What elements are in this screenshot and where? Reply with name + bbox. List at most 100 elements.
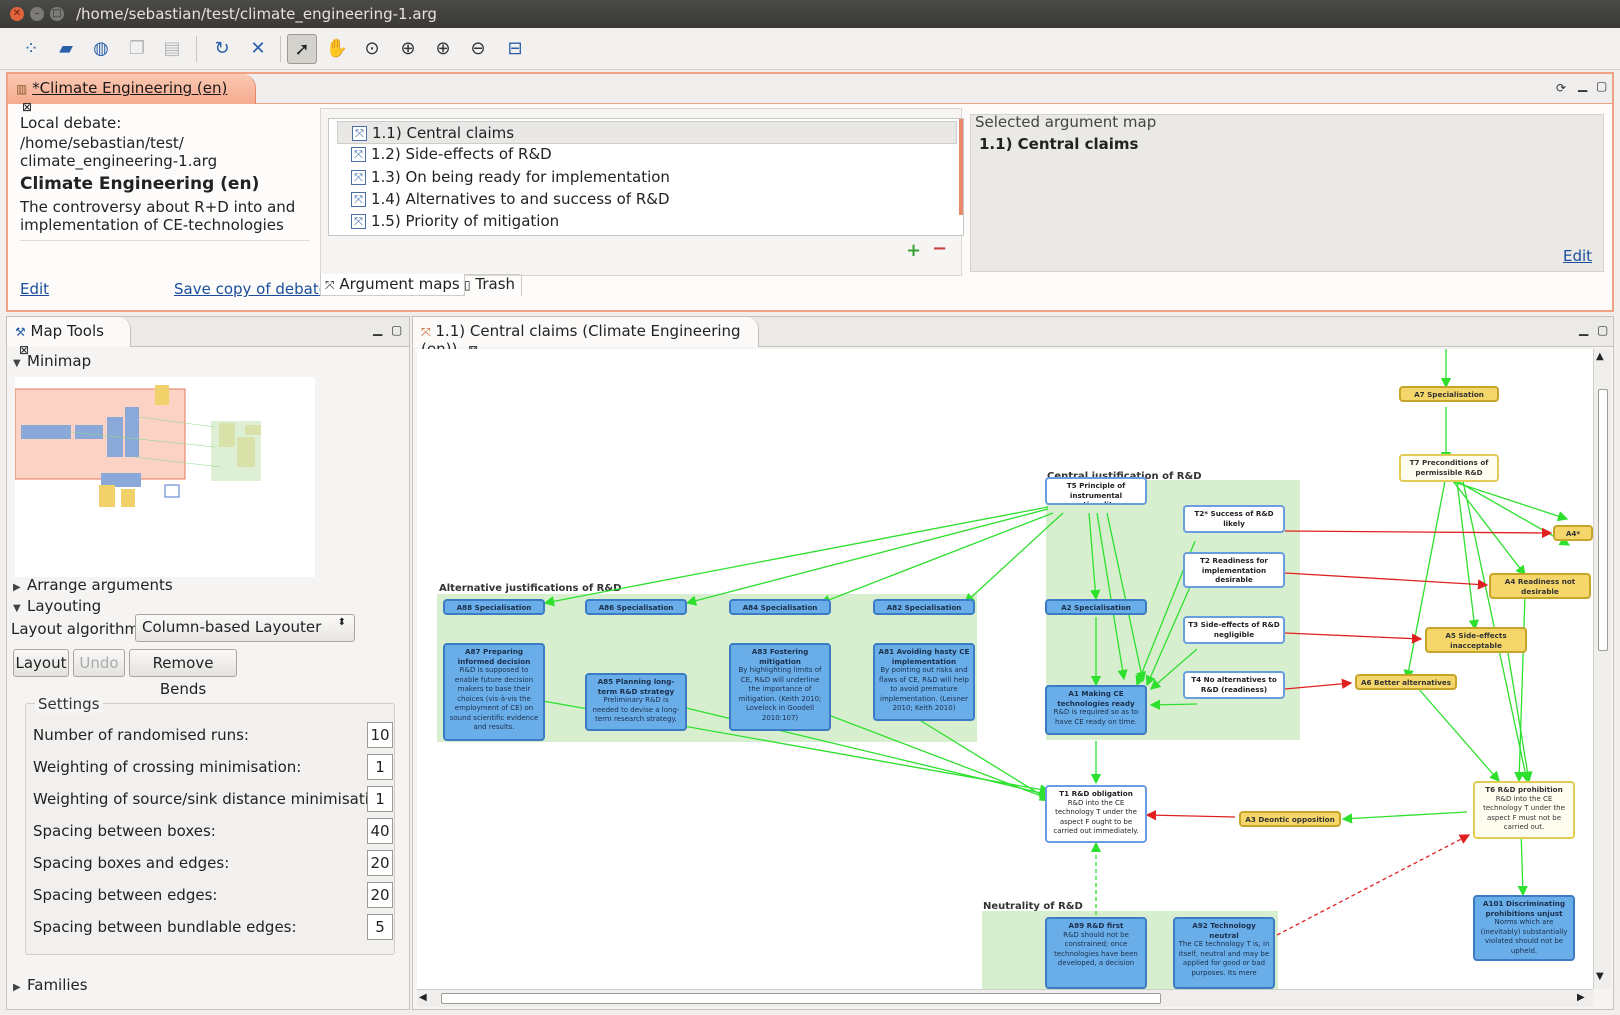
bundlable-spacing-input[interactable]: 5 (367, 914, 393, 940)
maximize-view-icon[interactable]: ▢ (391, 323, 402, 337)
layout-button[interactable]: Layout (13, 649, 69, 677)
add-map-button[interactable]: + (906, 240, 921, 261)
crossing-weight-input[interactable]: 1 (367, 754, 393, 780)
node-t5[interactable]: T5 Principle of instrumental rationality (1045, 477, 1147, 505)
globe-icon[interactable]: ◍ (86, 34, 116, 64)
map-icon: ⤧ (325, 278, 335, 292)
map-item-ready-implementation[interactable]: ⤧ 1.3) On being ready for implementation (337, 166, 957, 189)
zoom-original-icon[interactable]: ⊙ (357, 34, 387, 64)
local-debate-label: Local debate: (20, 114, 121, 132)
box-edge-spacing-input[interactable]: 20 (367, 850, 393, 876)
minimize-view-icon[interactable]: ▁ (373, 322, 382, 336)
select-pointer-icon[interactable]: ➚ (287, 34, 317, 64)
box-spacing-input[interactable]: 40 (367, 818, 393, 844)
refresh-icon[interactable]: ↻ (207, 34, 237, 64)
open-folder-icon[interactable]: ▰ (51, 34, 81, 64)
scroll-down-icon[interactable]: ▼ (1596, 971, 1604, 982)
node-a7[interactable]: A7 Specialisation (1399, 386, 1499, 402)
maximize-view-icon[interactable]: ▢ (1596, 79, 1607, 93)
vertical-scroll-thumb[interactable] (1598, 389, 1608, 651)
node-t4[interactable]: T4 No alternatives to R&D (readiness) (1183, 671, 1285, 699)
maximize-window-icon[interactable]: □ (50, 7, 64, 21)
minimize-view-icon[interactable]: ▁ (1578, 78, 1587, 92)
node-t7[interactable]: T7 Preconditions of permissible R&D (1399, 454, 1499, 482)
scroll-left-icon[interactable]: ◀ (419, 992, 427, 1003)
arrange-section-toggle[interactable]: ▶Arrange arguments (13, 576, 173, 594)
debate-desc-line2: implementation of CE-technologies (20, 216, 284, 234)
sync-icon[interactable]: ⟳ (1556, 81, 1566, 95)
zoom-in-icon[interactable]: ⊕ (428, 34, 458, 64)
minimize-window-icon[interactable]: – (30, 7, 44, 21)
map-item-central-claims[interactable]: ⤧ 1.1) Central claims (337, 121, 957, 144)
layouting-section-toggle[interactable]: ▼Layouting (13, 597, 101, 615)
minimap[interactable] (15, 377, 315, 577)
scroll-up-icon[interactable]: ▲ (1596, 351, 1604, 362)
setting-label: Spacing between bundlable edges: (33, 918, 297, 936)
list-scrollbar[interactable] (959, 119, 963, 215)
layout-tree-icon[interactable]: ⊟ (500, 34, 530, 64)
node-a89[interactable]: A89 R&D firstR&D should not be constrain… (1045, 917, 1147, 989)
tab-argument-maps[interactable]: ⤧ Argument maps (320, 274, 465, 296)
node-a85[interactable]: A85 Planning long-term R&D strategyPreli… (585, 673, 687, 731)
delete-icon[interactable]: ✕ (243, 34, 273, 64)
minimize-view-icon[interactable]: ▁ (1579, 322, 1588, 336)
node-a3[interactable]: A3 Deontic opposition (1239, 811, 1341, 827)
node-a83[interactable]: A83 Fostering mitigationBy highlighting … (729, 643, 831, 731)
selected-map-name: 1.1) Central claims (979, 135, 1138, 153)
node-t2-star[interactable]: T2* Success of R&D likely (1183, 505, 1285, 533)
tab-central-claims-map[interactable]: ⤧ 1.1) Central claims (Climate Engineeri… (413, 317, 759, 347)
layout-algorithm-select[interactable]: Column-based Layouter ⬍ (135, 614, 355, 642)
debate-path-line1: /home/sebastian/test/ (20, 134, 184, 152)
debate-edit-link[interactable]: Edit (20, 280, 49, 298)
paste-icon[interactable]: ▤ (157, 34, 187, 64)
horizontal-scroll-thumb[interactable] (441, 993, 1161, 1004)
map-canvas[interactable]: Central justification of R&D Alternative… (417, 349, 1593, 989)
hand-pan-icon[interactable]: ✋ (322, 34, 352, 64)
zoom-out-icon[interactable]: ⊖ (463, 34, 493, 64)
save-copy-link[interactable]: Save copy of debate (174, 280, 328, 298)
remove-bends-button[interactable]: Remove Bends (129, 649, 237, 677)
node-a87[interactable]: A87 Preparing informed decisionR&D is su… (443, 643, 545, 741)
vertical-scrollbar[interactable]: ▲ ▼ (1593, 349, 1611, 989)
node-a81[interactable]: A81 Avoiding hasty CE implementationBy p… (873, 643, 975, 721)
maximize-view-icon[interactable]: ▢ (1597, 323, 1608, 337)
main-toolbar: ⁘ ▰ ◍ ❐ ▤ ↻ ✕ ➚ ✋ ⊙ ⊕ ⊕ ⊖ ⊟ (0, 28, 1620, 70)
node-a82[interactable]: A82 Specialisation (873, 599, 975, 615)
remove-map-button[interactable]: − (932, 238, 947, 259)
scroll-right-icon[interactable]: ▶ (1577, 992, 1585, 1003)
close-tab-icon[interactable]: ⊠ (22, 100, 32, 114)
node-a92[interactable]: A92 Technology neutralThe CE technology … (1173, 917, 1275, 989)
node-a88[interactable]: A88 Specialisation (443, 599, 545, 615)
distance-weight-input[interactable]: 1 (367, 786, 393, 812)
randomised-runs-input[interactable]: 10 (367, 722, 393, 748)
map-item-side-effects[interactable]: ⤧ 1.2) Side-effects of R&D (337, 143, 957, 166)
node-a6[interactable]: A6 Better alternatives (1355, 674, 1457, 690)
node-a1[interactable]: A1 Making CE technologies readyR&D is re… (1045, 685, 1147, 735)
node-t6[interactable]: T6 R&D prohibitionR&D into the CE techno… (1473, 781, 1575, 839)
node-t3[interactable]: T3 Side-effects of R&D negligible (1183, 616, 1285, 644)
tab-debate[interactable]: ▥ *Climate Engineering (en) ⊠ (8, 74, 256, 104)
selected-map-edit-link[interactable]: Edit (1563, 247, 1592, 265)
map-item-priority-mitigation[interactable]: ⤧ 1.5) Priority of mitigation (337, 210, 957, 233)
copy-icon[interactable]: ❐ (122, 34, 152, 64)
new-map-icon[interactable]: ⁘ (16, 34, 46, 64)
node-t1[interactable]: T1 R&D obligationR&D into the CE technol… (1045, 785, 1147, 843)
map-item-alternatives[interactable]: ⤧ 1.4) Alternatives to and success of R&… (337, 188, 957, 211)
minimap-section-toggle[interactable]: ▼Minimap (13, 352, 91, 370)
close-window-icon[interactable]: ✕ (10, 7, 24, 21)
horizontal-scrollbar[interactable]: ◀ ▶ (417, 989, 1593, 1007)
undo-button[interactable]: Undo (73, 649, 125, 677)
node-t2[interactable]: T2 Readiness for implementation desirabl… (1183, 552, 1285, 588)
tab-trash[interactable]: ▯ Trash (458, 274, 522, 296)
node-a2[interactable]: A2 Specialisation (1045, 599, 1147, 615)
node-a84[interactable]: A84 Specialisation (729, 599, 831, 615)
node-a5[interactable]: A5 Side-effects inacceptable (1425, 627, 1527, 653)
node-a4[interactable]: A4 Readiness not desirable (1489, 573, 1591, 599)
node-a86[interactable]: A86 Specialisation (585, 599, 687, 615)
node-a101[interactable]: A101 Discriminating prohibitions unjustN… (1473, 895, 1575, 961)
edge-spacing-input[interactable]: 20 (367, 882, 393, 908)
tab-map-tools[interactable]: ⚒ Map Tools ⊠ (7, 317, 131, 347)
families-section-toggle[interactable]: ▶Families (13, 976, 88, 994)
node-a4-star[interactable]: A4* (1553, 525, 1593, 541)
zoom-fit-icon[interactable]: ⊕ (393, 34, 423, 64)
